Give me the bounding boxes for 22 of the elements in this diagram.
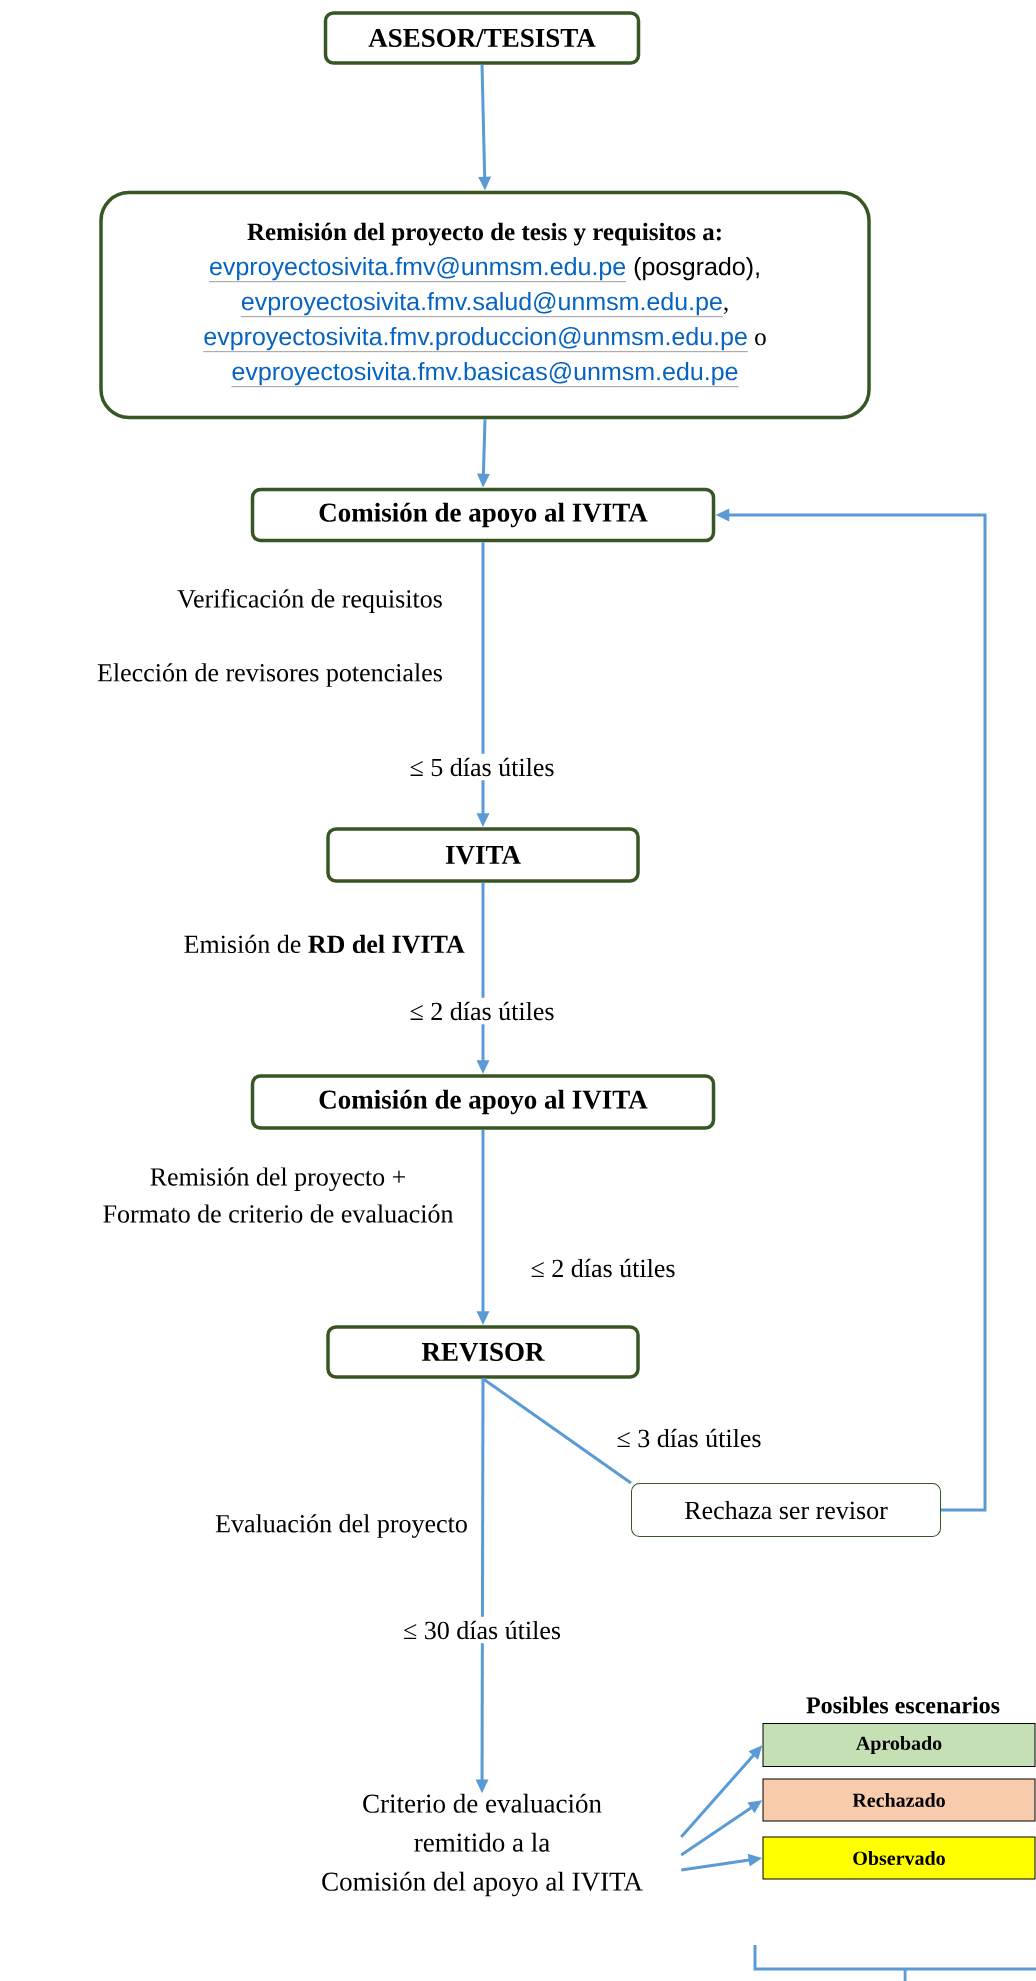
step-note: Remisión del proyecto + Formato de criterio de evaluación — [103, 1167, 454, 1223]
scenario-box: Observado — [762, 1836, 1036, 1880]
edge-label: ≤ 2 días útiles — [531, 1258, 675, 1278]
process-box: IVITA — [326, 827, 640, 883]
heading: Posibles escenarios — [806, 1696, 1000, 1714]
scenario-box: Aprobado — [762, 1723, 1036, 1767]
edge-label: ≤ 30 días útiles — [399, 1616, 565, 1644]
step-note: Emisión de RD del IVITA — [184, 934, 465, 954]
step-note: Evaluación del proyecto — [215, 1514, 467, 1538]
process-box: Comisión de apoyo al IVITA — [250, 487, 716, 543]
step-note: Elección de revisores potenciales — [97, 663, 442, 687]
process-box: Comisión de apoyo al IVITA — [250, 1074, 716, 1130]
step-note: Verificación de requisitos — [177, 589, 442, 613]
edge-label: ≤ 5 días útiles — [405, 753, 559, 781]
process-box: Remisión del proyecto de tesis y requisitos a: evproyectosivita.fmv@unmsm.edu.pe (posgrado), evproyectosivita.fmv.salud@unmsm.edu.pe, evproyectosivita.fmv.produccion@unmsm.edu.pe o evproyectosivita.fmv.basicas@unmsm.edu.pe — [99, 190, 871, 420]
process-box: ASESOR/TESISTA — [323, 11, 641, 65]
process-box: REVISOR — [326, 1325, 640, 1379]
process-box: Rechaza ser revisor — [631, 1483, 941, 1537]
edge-label: ≤ 3 días útiles — [612, 1424, 766, 1452]
result-text: Criterio de evaluación remitido a la Comisión del apoyo al IVITA — [322, 1793, 643, 1897]
scenario-box: Rechazado — [762, 1778, 1036, 1822]
edge-label: ≤ 2 días útiles — [405, 997, 559, 1025]
